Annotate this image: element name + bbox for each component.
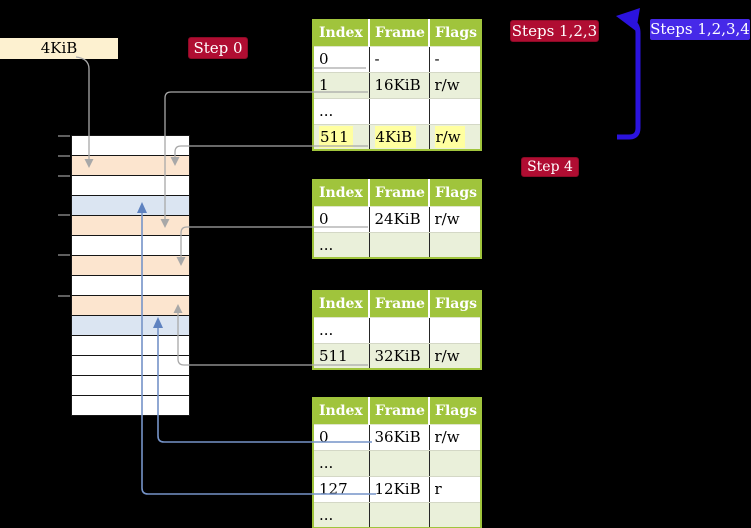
cell-frame: 4KiB [369,124,430,150]
table-row: 0 36KiB r/w [313,424,481,451]
page-table-1: Index Frame Flags 0 - - 1 16KiB r/w ... … [312,19,482,151]
table-header-row: Index Frame Flags [313,20,481,47]
cell-index: 0 [313,46,370,73]
table-row-highlighted: 511 4KiB r/w [313,124,481,150]
cell-flags [429,232,481,258]
table-row: ... [313,317,481,344]
cell-frame [369,317,430,344]
header-flags: Flags [429,398,481,425]
table-row: 1 16KiB r/w [313,72,481,99]
memory-row-white [72,136,189,156]
memory-row-white [72,336,189,356]
cell-flags: r/w [429,72,481,99]
page-table-3: Index Frame Flags ... 511 32KiB r/w [312,290,482,370]
memory-row-blue [72,196,189,216]
arrowhead-left-icon [616,8,640,31]
cell-flags: r [429,476,481,503]
header-frame: Frame [369,291,430,318]
cell-flags: r/w [429,424,481,451]
memory-row-white [72,396,189,415]
header-flags: Flags [429,291,481,318]
header-frame: Frame [369,20,430,47]
cell-index: ... [313,502,370,528]
cell-frame [369,450,430,477]
cell-index: 511 [313,343,370,369]
cell-flags: - [429,46,481,73]
highlight: 511 [319,125,353,148]
cell-frame: 16KiB [369,72,430,99]
cell-flags [429,450,481,477]
highlight: 4KiB [374,125,417,148]
header-flags: Flags [429,20,481,47]
memory-row-white [72,356,189,376]
memory-row-peach [72,256,189,276]
memory-row-peach [72,216,189,236]
cell-index: 127 [313,476,370,503]
step4-label: Step 4 [521,157,579,177]
cell-index: ... [313,232,370,258]
cell-frame: 36KiB [369,424,430,451]
cell-index: ... [313,450,370,477]
cell-frame: - [369,46,430,73]
header-frame: Frame [369,180,430,207]
memory-row-peach [72,296,189,316]
cell-index: 511 [313,124,370,150]
cell-index: 1 [313,72,370,99]
cell-flags [429,98,481,125]
memory-row-white [72,176,189,196]
steps-1234-label: Steps 1,2,3,4 [650,19,750,40]
step0-label: Step 0 [188,37,248,59]
cell-index: ... [313,317,370,344]
table-row: 0 - - [313,46,481,73]
table-row: ... [313,232,481,258]
table-row: 127 12KiB r [313,476,481,503]
table-row: 511 32KiB r/w [313,343,481,369]
frame-4kib-label: 4KiB [0,38,118,59]
cell-frame [369,502,430,528]
header-frame: Frame [369,398,430,425]
cell-index: 0 [313,424,370,451]
cell-flags: r/w [429,124,481,150]
cell-frame: 12KiB [369,476,430,503]
table-header-row: Index Frame Flags [313,291,481,318]
memory-tick-marks [58,135,70,297]
cell-frame: 32KiB [369,343,430,369]
cell-frame [369,98,430,125]
table-header-row: Index Frame Flags [313,180,481,207]
memory-row-white [72,236,189,256]
header-index: Index [313,291,370,318]
table-row: ... [313,98,481,125]
highlight: r/w [434,125,465,148]
cell-index: ... [313,98,370,125]
header-flags: Flags [429,180,481,207]
cell-flags: r/w [429,206,481,233]
cell-flags: r/w [429,343,481,369]
table-row: 0 24KiB r/w [313,206,481,233]
cell-frame: 24KiB [369,206,430,233]
memory-row-blue [72,316,189,336]
page-table-4: Index Frame Flags 0 36KiB r/w ... 127 12… [312,397,482,528]
table-header-row: Index Frame Flags [313,398,481,425]
memory-column [71,135,190,416]
memory-row-white [72,276,189,296]
memory-row-peach [72,156,189,176]
header-index: Index [313,398,370,425]
cell-flags [429,317,481,344]
header-index: Index [313,180,370,207]
cell-frame [369,232,430,258]
page-table-2: Index Frame Flags 0 24KiB r/w ... [312,179,482,259]
header-index: Index [313,20,370,47]
memory-row-white [72,376,189,396]
steps-123-label: Steps 1,2,3 [510,20,599,42]
table-row: ... [313,502,481,528]
steps-loop-arrow [616,8,641,140]
cell-index: 0 [313,206,370,233]
cell-flags [429,502,481,528]
loop-arrow-shaft [617,19,641,140]
table-row: ... [313,450,481,477]
